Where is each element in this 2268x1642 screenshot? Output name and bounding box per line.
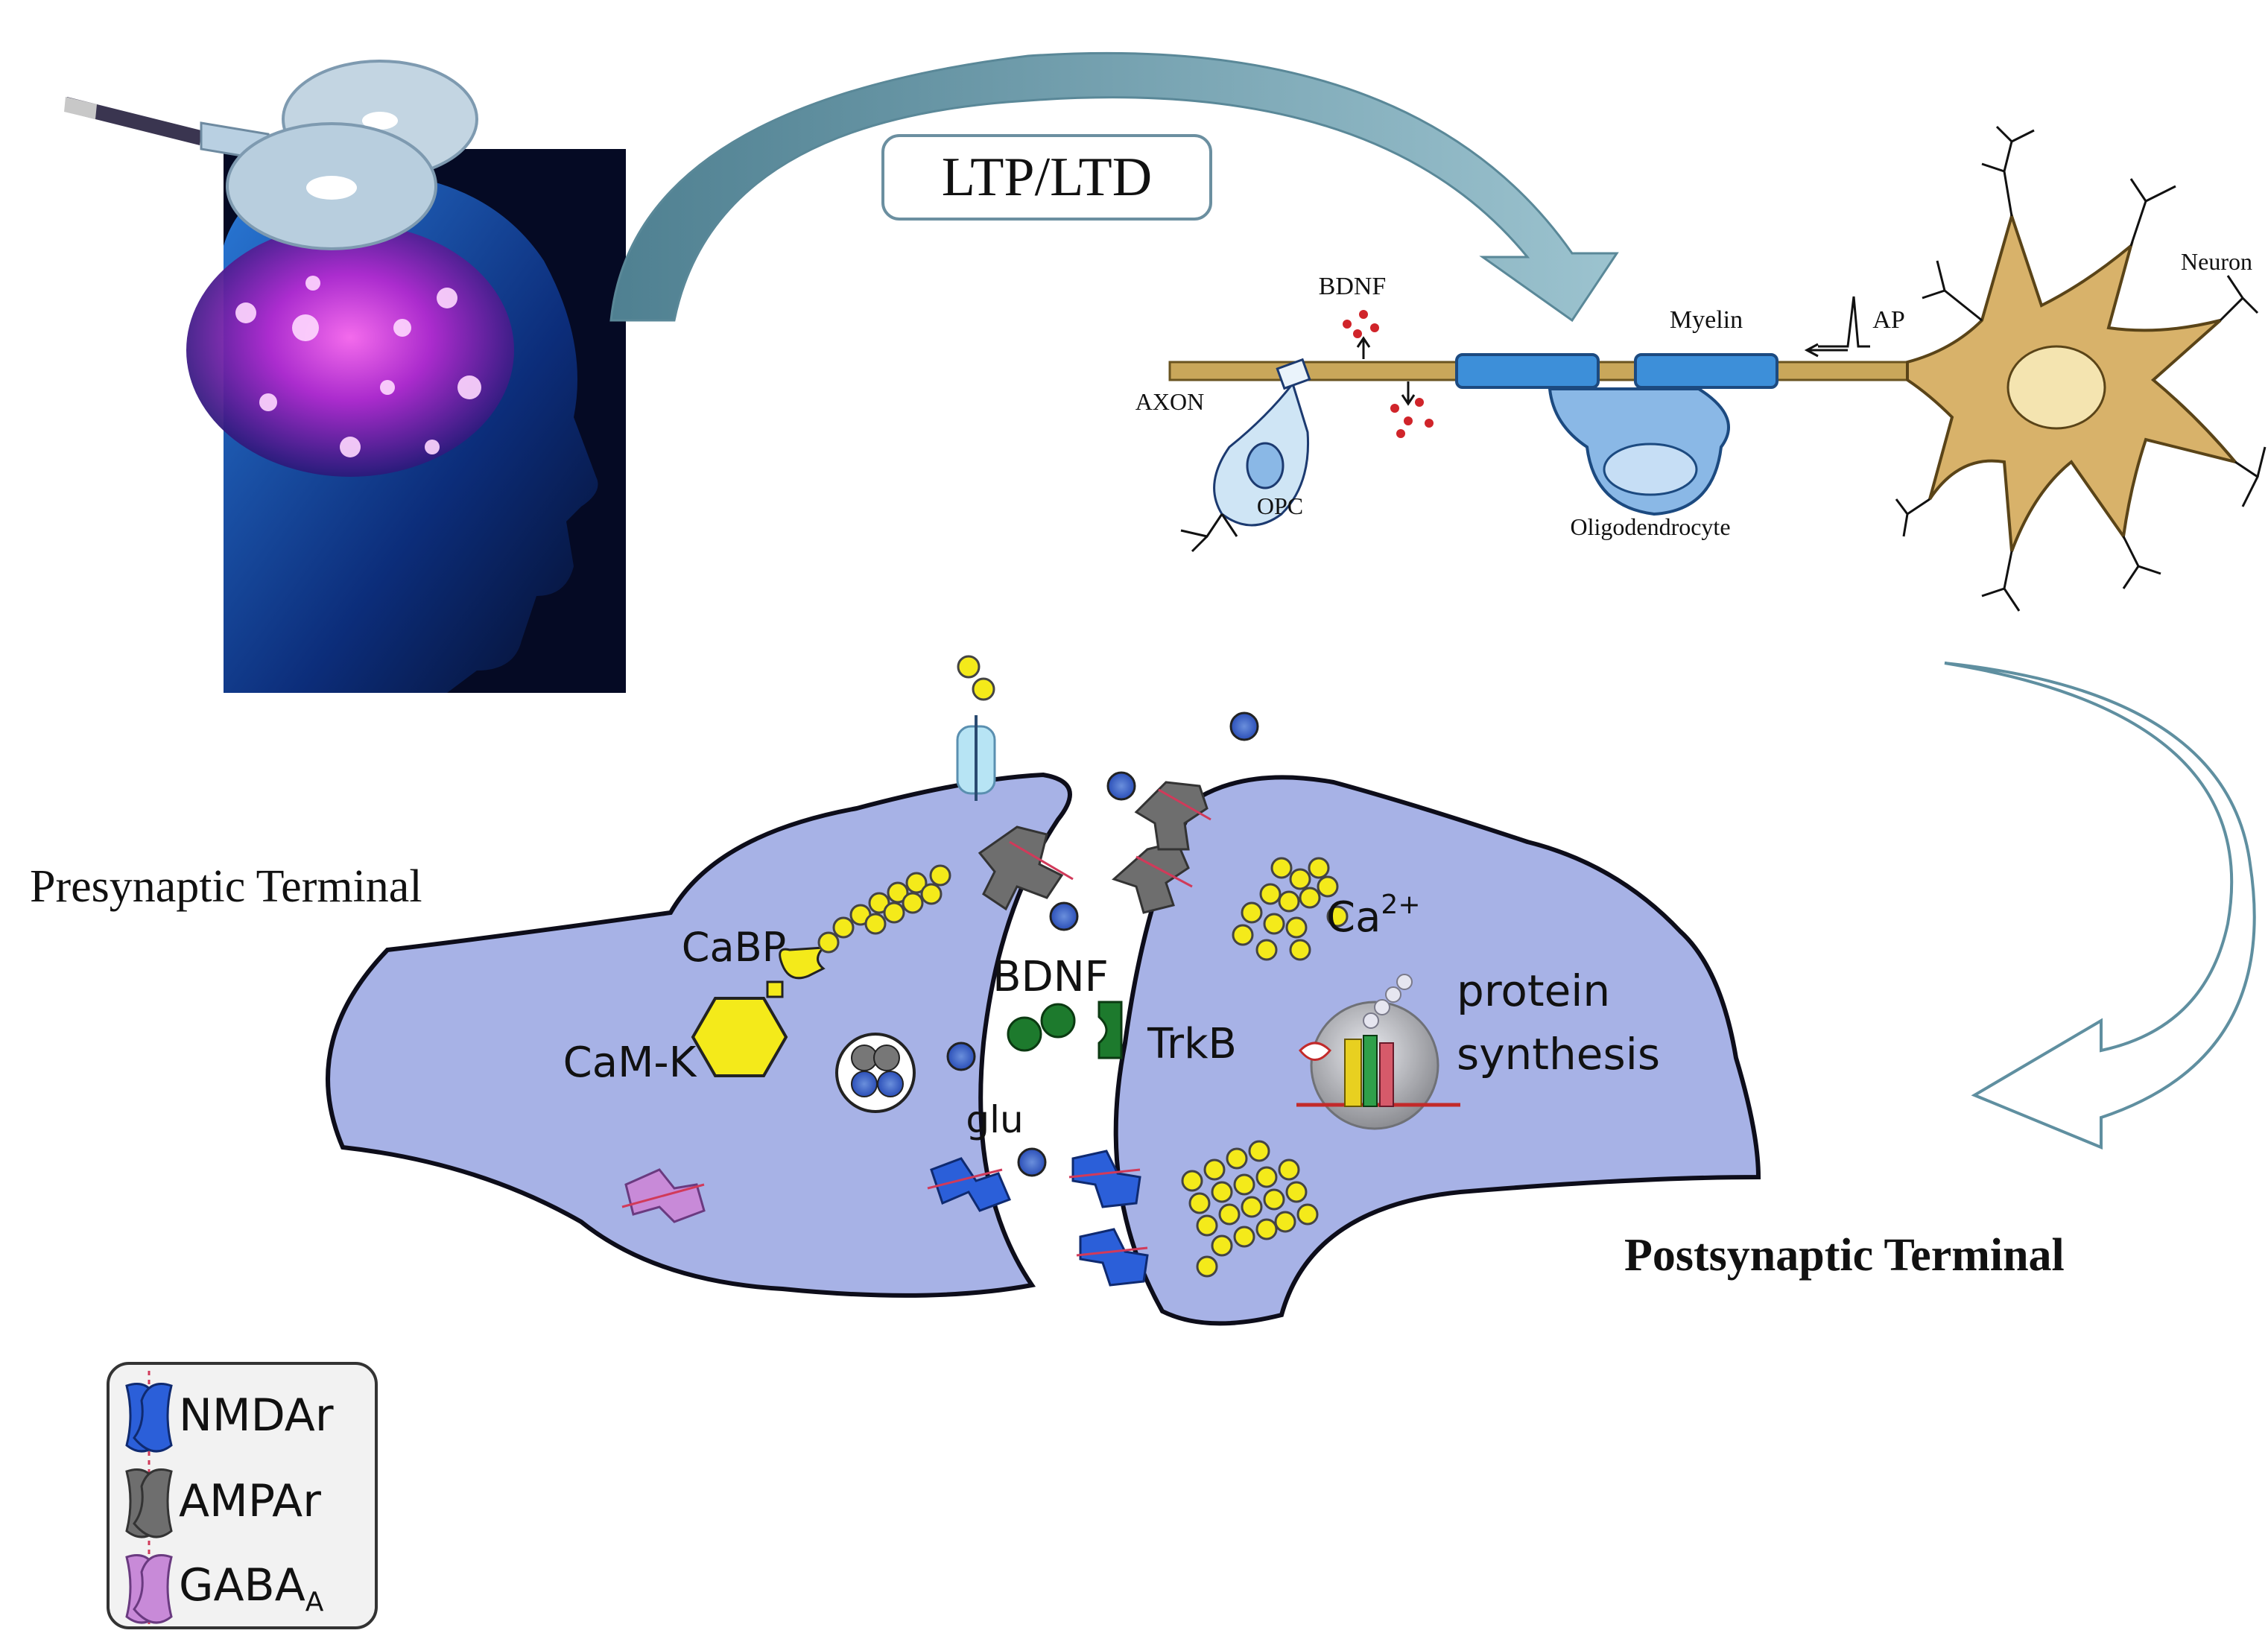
myelin-segment-1 — [1455, 353, 1600, 389]
postsynaptic-terminal-label: Postsynaptic Terminal — [1624, 1230, 2065, 1281]
camk-label: CaM-K — [563, 1039, 697, 1087]
legend-label-ampar: AMPAr — [179, 1475, 321, 1527]
neuron-panel: Oligodendrocyte OPC AXON BDNF Myelin AP — [1135, 125, 2267, 612]
legend-label-gaba: GABAA — [179, 1559, 324, 1617]
legend-label-nmdar: NMDAr — [179, 1389, 334, 1442]
ap-waveform — [1818, 296, 1870, 348]
top-ion-channel — [956, 655, 996, 801]
oligodendrocyte-label: Oligodendrocyte — [1570, 513, 1730, 540]
ampa-receptors — [978, 781, 1209, 914]
return-outline-arrow — [1944, 662, 2256, 1150]
synaptic-vesicle — [835, 1033, 916, 1113]
cleft-bdnf-label: BDNF — [992, 953, 1109, 1001]
cabp-label: CaBP — [682, 924, 786, 971]
synthesis-label: synthesis — [1457, 1029, 1660, 1080]
neuron-label: Neuron — [2181, 248, 2252, 275]
ca-ion-cluster-lower — [1181, 1140, 1319, 1278]
ribosome-protein-synthesis — [1296, 974, 1460, 1130]
bdnf-molecules — [1007, 1003, 1076, 1052]
glu-label: glu — [966, 1098, 1023, 1141]
myelin-segment-2 — [1634, 353, 1778, 389]
legend-item-ampar: AMPAr — [125, 1468, 321, 1538]
trkb-label: TrkB — [1147, 1020, 1237, 1068]
ca-label: Ca2+ — [1326, 890, 1421, 942]
nmda-receptors — [930, 1150, 1149, 1287]
receptor-legend: NMDAr AMPAr GABAA — [107, 1362, 378, 1629]
camk-hexagon — [691, 997, 788, 1077]
axon-label: AXON — [1135, 388, 1204, 415]
synapse-illustration: CaBP CaM-K — [326, 655, 1761, 1326]
ltp-ltd-curved-arrow — [609, 51, 1619, 323]
glutamate-ions — [946, 711, 1259, 1177]
ltp-ltd-label: LTP/LTD — [942, 147, 1152, 208]
opc-label: OPC — [1257, 492, 1303, 519]
ca-ion-cluster-upper — [1232, 857, 1349, 961]
axon-bdnf-label: BDNF — [1319, 273, 1387, 300]
legend-item-nmdar: NMDAr — [125, 1383, 334, 1453]
ltp-ltd-label-box: LTP/LTD — [881, 134, 1212, 221]
cabp-complex — [691, 864, 951, 1077]
presynaptic-terminal-label: Presynaptic Terminal — [30, 861, 422, 912]
gaba-receptor — [621, 1168, 706, 1223]
trkb-receptor — [1097, 1001, 1123, 1059]
protein-label: protein — [1457, 966, 1610, 1016]
myelin-label: Myelin — [1670, 306, 1743, 334]
tms-head-illustration — [64, 60, 626, 693]
legend-item-gaba: GABAA — [125, 1554, 324, 1624]
ap-label: AP — [1872, 306, 1904, 334]
